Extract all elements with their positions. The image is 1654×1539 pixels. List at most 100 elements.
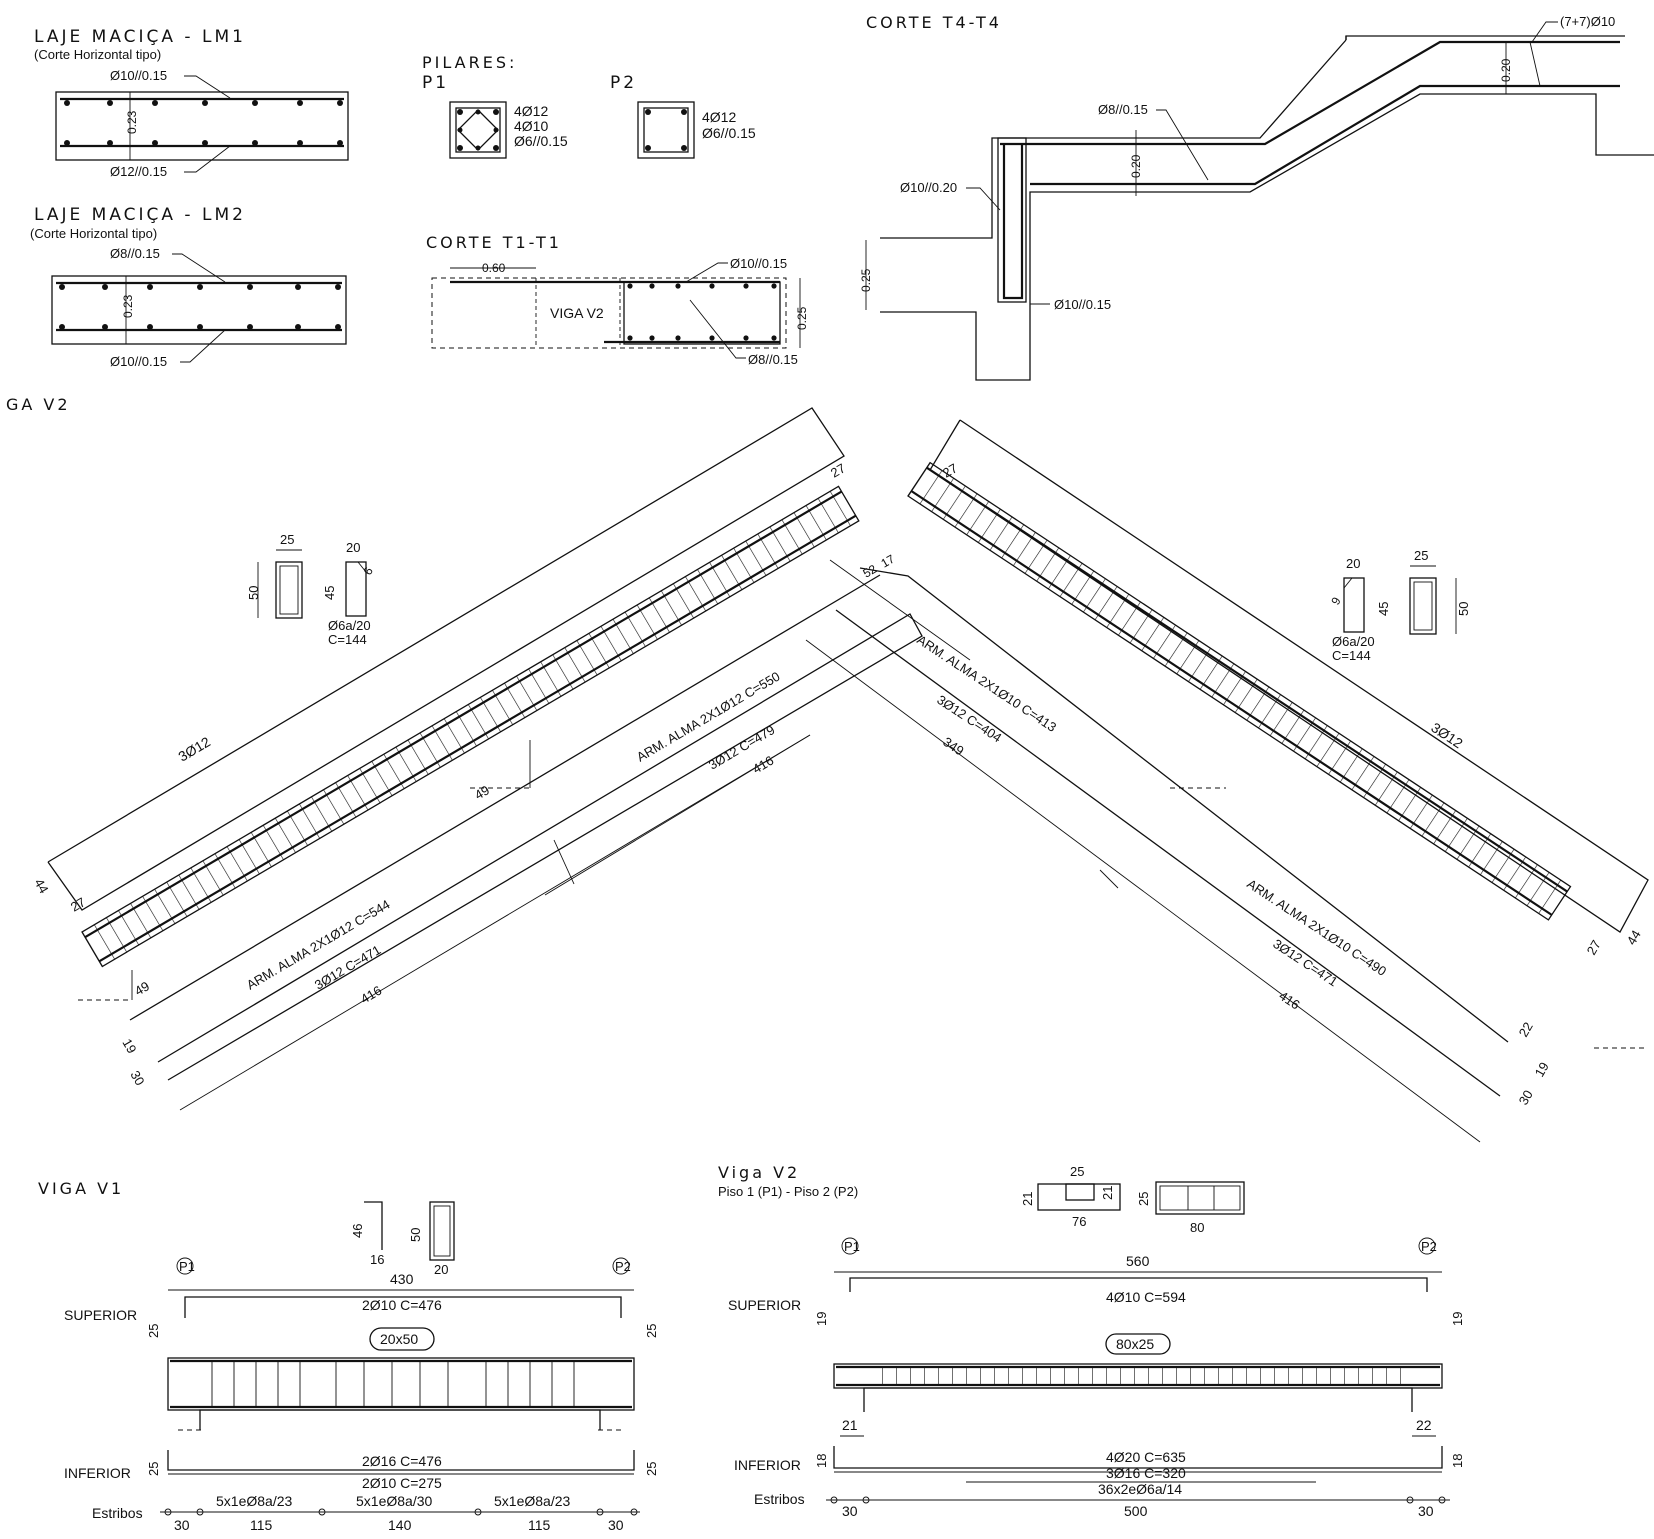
- v1-d4: 115: [528, 1517, 551, 1533]
- lm1-top-label: Ø10//0.15: [110, 68, 167, 83]
- v1-est2: 5x1eØ8a/30: [356, 1493, 432, 1509]
- v2-right-section-detail: 20 45 6 Ø6a/20 C=144 25 50: [1328, 548, 1471, 663]
- v1-sec-hook: 16: [370, 1252, 384, 1267]
- v2-left-beam: 3Ø12 27 27 44 49 49 ARM. ALMA 2X1Ø12 C=5…: [31, 407, 923, 1111]
- lm1-dots: [64, 100, 343, 146]
- v1-inf-dim-r: 25: [644, 1462, 659, 1476]
- p2-line2: Ø6//0.15: [702, 125, 756, 141]
- v2l-w: 25: [280, 532, 294, 547]
- v1-p1: P1: [179, 1259, 195, 1274]
- v2b-sec-w: 80: [1190, 1220, 1204, 1235]
- v2l-top: 3Ø12: [175, 733, 213, 764]
- v2b-inf-bar3: 36x2eØ6a/14: [1098, 1481, 1182, 1497]
- v1-inf-dim-l: 25: [146, 1462, 161, 1476]
- lm1-title: LAJE MACIÇA - LM1: [34, 27, 246, 47]
- v2b-d1: 30: [842, 1503, 858, 1519]
- v2b-d2: 500: [1124, 1503, 1148, 1519]
- v1-d3: 140: [388, 1517, 412, 1533]
- t1-viga-label: VIGA V2: [550, 305, 604, 321]
- v1-est1: 5x1eØ8a/23: [216, 1493, 292, 1509]
- v2b-sup-label: SUPERIOR: [728, 1297, 801, 1313]
- lm2-thickness: 0.23: [121, 294, 135, 318]
- v1-est3: 5x1eØ8a/23: [494, 1493, 570, 1509]
- t1-top-bar: Ø10//0.15: [730, 256, 787, 271]
- v2l-len-up: 416: [750, 753, 776, 777]
- v2r-27b: 27: [1584, 937, 1604, 957]
- v2b-inf-bar1: 4Ø20 C=635: [1106, 1449, 1186, 1465]
- v1-span: 430: [390, 1271, 414, 1287]
- v2b-sec-h: 25: [1136, 1192, 1151, 1206]
- t1-height: 0.25: [795, 306, 809, 330]
- v2r-sw: 20: [1346, 556, 1360, 571]
- v1-inf-bar1: 2Ø16 C=476: [362, 1453, 442, 1469]
- v2r-27a: 27: [940, 460, 960, 480]
- p2-label: P2: [610, 73, 637, 93]
- t1-title: CORTE T1-T1: [426, 233, 562, 252]
- v2r-52: 52: [861, 562, 880, 581]
- v2r-h: 50: [1456, 602, 1471, 616]
- v2r-hook: 6: [1328, 595, 1344, 608]
- v2l-st2: C=144: [328, 632, 367, 647]
- t4-bottom-bar: Ø10//0.15: [1054, 297, 1111, 312]
- v2b-d22: 22: [1416, 1417, 1432, 1433]
- lm1-section: LAJE MACIÇA - LM1 (Corte Horizontal tipo…: [34, 27, 349, 179]
- v2r-st1: Ø6a/20: [1332, 634, 1375, 649]
- viga-v2-main: GA V2 25 50 20 45 6 Ø6a/20 C=144 20 45 6…: [6, 395, 1649, 1143]
- v1-sec-b: 50: [408, 1228, 423, 1242]
- v2b-s-bot: 76: [1072, 1214, 1086, 1229]
- v2b-s-r: 21: [1100, 1186, 1115, 1200]
- v2-left-section-detail: 25 50 20 45 6 Ø6a/20 C=144: [246, 532, 376, 647]
- corte-t4-section: CORTE T4-T4 (7+7)Ø10 0.20 Ø8//0.15 0.20 …: [859, 13, 1654, 381]
- v1-sup-dim-r: 25: [644, 1324, 659, 1338]
- v2r-w: 25: [1414, 548, 1428, 563]
- p2-column: [637, 101, 695, 159]
- v1-d2: 115: [250, 1517, 273, 1533]
- p1-column: [449, 101, 507, 159]
- v2r-17: 17: [879, 552, 898, 571]
- v2l-49b: 49: [132, 978, 152, 998]
- v2-right-beam: 3Ø12 27 27 44 17 52 ARM. ALMA 2X1Ø10 C=4…: [805, 419, 1649, 1143]
- p1-line1: 4Ø12: [514, 103, 548, 119]
- v2l-49a: 49: [472, 782, 492, 802]
- v2l-sw: 20: [346, 540, 360, 555]
- p1-line3: Ø6//0.15: [514, 133, 568, 149]
- v2r-st2: C=144: [1332, 648, 1371, 663]
- v2r-len-up: 349: [940, 734, 966, 758]
- v2b-d3: 30: [1418, 1503, 1434, 1519]
- lm2-bottom-label: Ø10//0.15: [110, 354, 167, 369]
- v2b-inf-dim-r: 18: [1450, 1454, 1465, 1468]
- lm1-slab: [55, 91, 349, 161]
- v2r-30: 30: [1516, 1087, 1536, 1107]
- v1-sup-bar: 2Ø10 C=476: [362, 1297, 442, 1313]
- v2b-sup-dim-l: 19: [814, 1312, 829, 1326]
- v2l-27a: 27: [828, 460, 848, 480]
- v2b-p2: P2: [1421, 1239, 1437, 1254]
- v2b-est-label: Estribos: [754, 1491, 805, 1507]
- v2r-bars-up: 3Ø12 C=404: [934, 692, 1004, 745]
- v1-est-label: Estribos: [92, 1505, 143, 1521]
- v2b-section: 80x25: [1116, 1336, 1154, 1352]
- viga-v2-bottom: Viga V2 Piso 1 (P1) - Piso 2 (P2) 25 21 …: [718, 1163, 1465, 1519]
- lm2-subtitle: (Corte Horizontal tipo): [30, 226, 157, 241]
- v2b-inf-bar2: 3Ø16 C=320: [1106, 1465, 1186, 1481]
- v2-main-title: GA V2: [6, 395, 71, 414]
- t4-dim-left: 0.25: [859, 268, 873, 292]
- v2b-inf-dim-l: 18: [814, 1454, 829, 1468]
- lm1-thickness: 0.23: [125, 110, 139, 134]
- v2l-19: 19: [119, 1036, 139, 1056]
- v1-section: 20x50: [380, 1331, 418, 1347]
- v2b-span: 560: [1126, 1253, 1150, 1269]
- lm2-top-label: Ø8//0.15: [110, 246, 160, 261]
- p2-line1: 4Ø12: [702, 109, 736, 125]
- v2r-19: 19: [1532, 1059, 1552, 1079]
- t4-mid-bar: Ø8//0.15: [1098, 102, 1148, 117]
- v1-sec-h: 46: [350, 1224, 365, 1238]
- v2r-len-lo: 416: [1276, 988, 1302, 1012]
- lm2-title: LAJE MACIÇA - LM2: [34, 205, 246, 225]
- p1-line2: 4Ø10: [514, 118, 548, 134]
- v2b-stirrups: [874, 1367, 1410, 1385]
- v2r-top: 3Ø12: [1428, 719, 1466, 751]
- v1-sec-w: 20: [434, 1262, 448, 1277]
